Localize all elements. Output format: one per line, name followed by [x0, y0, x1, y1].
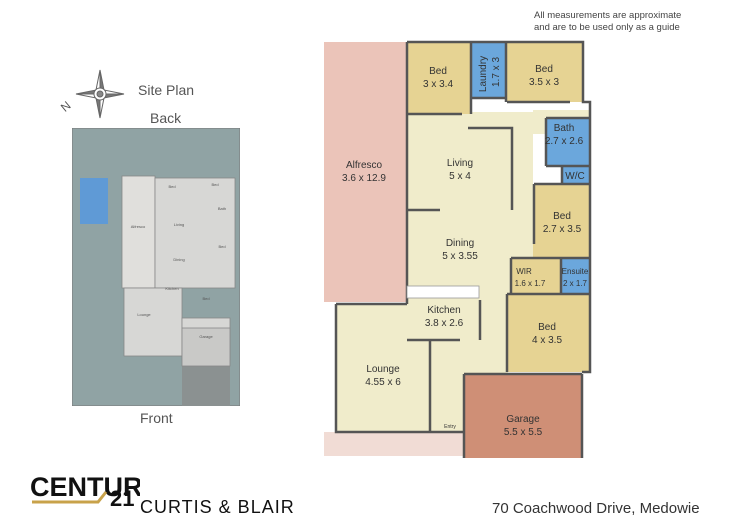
lounge-name: Lounge	[366, 364, 400, 375]
site-text-bed2: Bed	[211, 182, 218, 187]
site-text-alfresco: Alfresco	[131, 224, 146, 229]
garage-name: Garage	[506, 414, 540, 425]
bed4-name: Bed	[538, 322, 556, 333]
lounge-dim: 4.55 x 6	[365, 377, 401, 388]
disclaimer: All measurements are approximate and are…	[534, 10, 734, 34]
office-name: CURTIS & BLAIR	[140, 497, 295, 517]
bath-room	[546, 118, 590, 166]
svg-text:CENTURY: CENTURY	[30, 472, 140, 502]
site-text-bath: Bath	[218, 206, 226, 211]
kitchen-dim: 3.8 x 2.6	[425, 318, 464, 329]
bath-dim: 2.7 x 2.6	[545, 136, 584, 147]
bed2-dim: 3.5 x 3	[529, 77, 559, 88]
bed3-name: Bed	[553, 211, 571, 222]
dining-name: Dining	[446, 238, 474, 249]
century21-logo-icon: CENTURY 21	[30, 472, 140, 511]
property-address: 70 Coachwood Drive, Medowie	[492, 500, 700, 517]
bath-name: Bath	[554, 123, 575, 134]
porch-area	[324, 432, 464, 456]
wir-dim: 1.6 x 1.7	[515, 279, 546, 288]
laundry-name: Laundry	[478, 56, 489, 92]
disclaimer-line-2: and are to be used only as a guide	[534, 22, 680, 33]
wc-name: W/C	[565, 171, 584, 182]
bed1-name: Bed	[429, 66, 447, 77]
garage-dim: 5.5 x 5.5	[504, 427, 543, 438]
site-alfresco	[121, 175, 156, 289]
dining-dim: 5 x 3.55	[442, 251, 478, 262]
site-text-bed3: Bed	[218, 244, 225, 249]
site-garage	[181, 327, 231, 367]
site-pool	[80, 178, 108, 224]
bed4-dim: 4 x 3.5	[532, 335, 562, 346]
lounge-floor	[336, 304, 466, 432]
bed3-dim: 2.7 x 3.5	[543, 224, 582, 235]
kitchen-bench	[406, 285, 480, 299]
bed1-dim: 3 x 3.4	[423, 79, 453, 90]
living-name: Living	[447, 158, 473, 169]
ensuite-room	[561, 258, 589, 294]
bed2-name: Bed	[535, 64, 553, 75]
wir-room	[511, 258, 561, 294]
site-plan-front-label: Front	[140, 410, 173, 426]
bed3-room	[533, 184, 589, 258]
site-text-dining: Dining	[173, 257, 184, 262]
site-driveway	[182, 360, 230, 406]
bed4-room	[507, 294, 589, 372]
site-plan-title: Site Plan	[138, 82, 195, 98]
laundry-dim: 1.7 x 3	[491, 57, 502, 87]
entry-label: Entry	[444, 424, 456, 430]
wc-room	[562, 166, 590, 184]
svg-text:N: N	[58, 98, 74, 114]
site-text-garage: Garage	[199, 334, 213, 339]
laundry-room	[472, 42, 506, 98]
site-plan: Bed Bed Bath Alfresco Living Bed Dining …	[72, 128, 240, 406]
alfresco-area	[324, 42, 408, 302]
floor-plan: Bed 3 x 3.4 Laundry 1.7 x 3 Bed 3.5 x 3 …	[324, 40, 592, 458]
compass-icon: N	[58, 69, 125, 119]
garage-room	[464, 374, 582, 458]
site-text-lounge: Lounge	[137, 312, 151, 317]
site-plan-back-label: Back	[150, 110, 182, 126]
alfresco-dim: 3.6 x 12.9	[342, 173, 386, 184]
wir-name: WIR	[516, 267, 532, 276]
disclaimer-line-1: All measurements are approximate	[534, 10, 682, 21]
ensuite-name: Ensuite	[562, 267, 589, 276]
site-text-living: Living	[174, 222, 184, 227]
living-dim: 5 x 4	[449, 171, 471, 182]
site-lounge	[123, 287, 183, 357]
walls	[334, 40, 592, 458]
svg-text:21: 21	[110, 486, 134, 511]
bed1-room	[407, 42, 471, 114]
hall-floor	[466, 304, 508, 374]
ensuite-dim: 2 x 1.7	[563, 279, 588, 288]
alfresco-name: Alfresco	[346, 160, 383, 171]
kitchen-name: Kitchen	[427, 305, 460, 316]
site-text-kitchen: Kitchen	[165, 286, 178, 291]
bed2-room	[507, 42, 583, 102]
site-house	[154, 177, 236, 289]
site-text-bed4: Bed	[202, 296, 209, 301]
site-text-bed1: Bed	[168, 184, 175, 189]
